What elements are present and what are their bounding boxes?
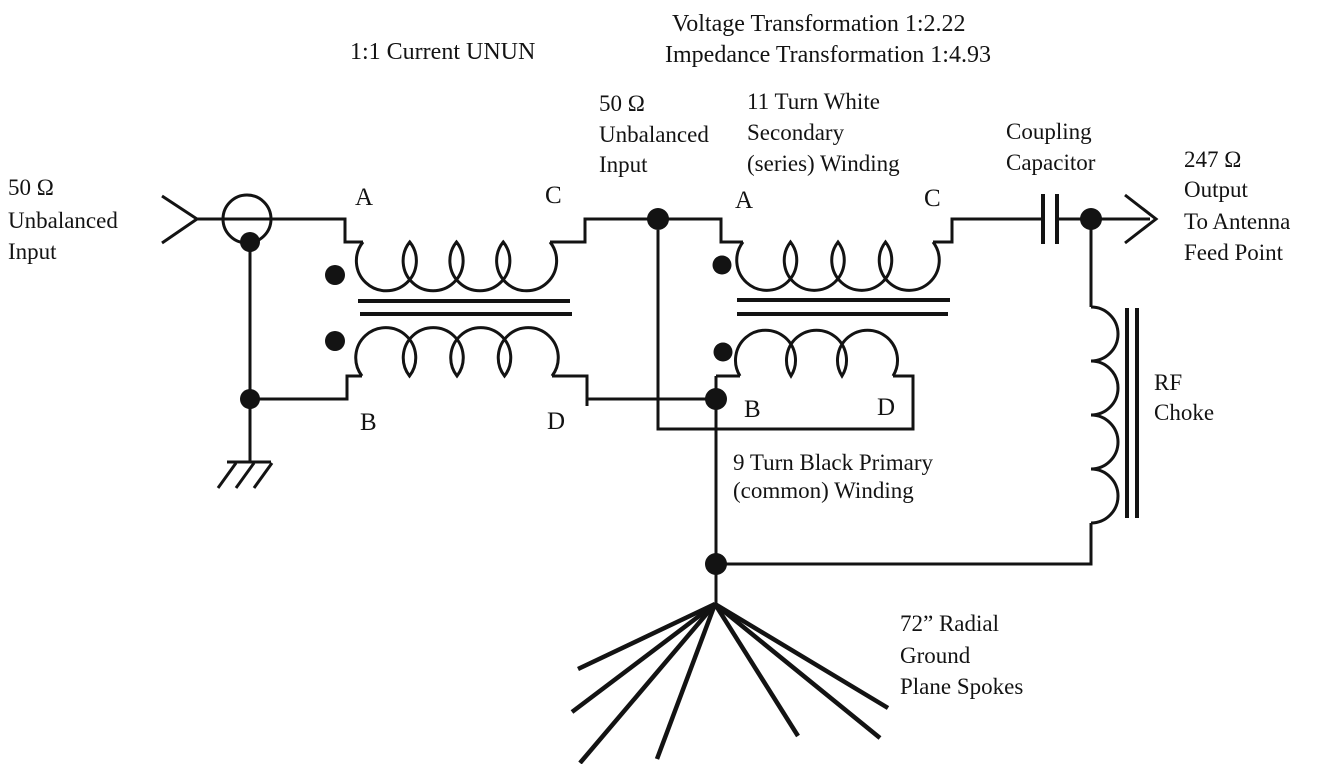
radial-ground-plane-spokes	[570, 601, 890, 764]
junction-dot-ground-rail	[705, 553, 727, 575]
terminal-letters: A C B D A C B D	[355, 182, 941, 436]
ground-symbol-icon	[216, 460, 274, 489]
radial-spoke-1	[577, 601, 716, 672]
t1-top-phase-dot	[325, 265, 345, 285]
secondary-winding-label-line1: 11 Turn White	[747, 89, 880, 114]
radial-spoke-2	[570, 602, 717, 714]
radials-label-line2: Ground	[900, 643, 971, 668]
left-input-label-line3: Input	[8, 239, 57, 264]
junction-dots	[240, 208, 1102, 575]
junction-dot-input-shield	[240, 232, 260, 252]
radial-spoke-7	[713, 602, 890, 710]
t1-bottom-winding-coil	[354, 326, 560, 379]
output-label-line4: Feed Point	[1184, 240, 1284, 265]
coupling-capacitor-label-line2: Capacitor	[1006, 150, 1096, 175]
secondary-winding-label-line2: Secondary	[747, 120, 845, 145]
t2-top-phase-dot	[712, 255, 732, 275]
t2-terminal-c: C	[924, 185, 941, 212]
wire-t1c-to-t2a	[550, 217, 743, 244]
t2-top-winding-coil	[735, 239, 941, 292]
ground-hatch-2	[234, 462, 256, 489]
junction-dot-mid-input	[647, 208, 669, 230]
radial-spoke-5	[713, 602, 800, 738]
radials-label-line1: 72” Radial	[900, 611, 999, 636]
secondary-winding-label: 11 Turn White Secondary (series) Winding	[747, 89, 900, 176]
primary-winding-label-line1: 9 Turn Black Primary	[733, 450, 933, 475]
t1-terminal-a: A	[355, 184, 373, 211]
t1-terminal-c: C	[545, 182, 562, 209]
secondary-winding-label-line3: (series) Winding	[747, 151, 900, 176]
output-label: 247 Ω Output To Antenna Feed Point	[1184, 147, 1290, 265]
t2-bottom-winding-coil	[734, 328, 899, 379]
t1-terminal-b: B	[360, 409, 377, 436]
annotations: 1:1 Current UNUN Voltage Transformation …	[8, 11, 1290, 699]
junction-dot-left-rail	[240, 389, 260, 409]
rf-choke-coil	[1090, 305, 1120, 525]
primary-winding-label-line2: (common) Winding	[733, 478, 914, 503]
radial-spoke-4	[654, 603, 718, 760]
primary-winding-label: 9 Turn Black Primary (common) Winding	[733, 450, 933, 503]
mid-input-label-line3: Input	[599, 152, 648, 177]
wires	[161, 193, 1159, 604]
left-input-label-line2: Unbalanced	[8, 208, 118, 233]
left-input-label-line1: 50 Ω	[8, 175, 54, 200]
t1-terminal-d: D	[547, 408, 565, 435]
t2-bottom-phase-dot	[713, 342, 733, 362]
junction-dot-t2b	[705, 388, 727, 410]
t1-bottom-phase-dot	[325, 331, 345, 351]
diagram-title: 1:1 Current UNUN	[350, 39, 535, 65]
mid-input-label-line1: 50 Ω	[599, 91, 645, 116]
output-arrow-icon	[1124, 193, 1159, 245]
mid-input-label: 50 Ω Unbalanced Input	[599, 91, 709, 177]
wire-choke-to-ground-rail	[716, 523, 1093, 566]
radial-spoke-6	[713, 602, 882, 740]
radials-label-line3: Plane Spokes	[900, 674, 1023, 699]
rf-choke-label-line2: Choke	[1154, 400, 1214, 425]
rf-choke-label: RF Choke	[1154, 370, 1214, 425]
voltage-transformation-note: Voltage Transformation 1:2.22	[672, 11, 966, 37]
coupling-capacitor-label: Coupling Capacitor	[1006, 119, 1096, 175]
wire-input-to-t1b	[250, 374, 362, 401]
output-label-line1: 247 Ω	[1184, 147, 1241, 172]
mid-input-label-line2: Unbalanced	[599, 122, 709, 147]
wire-t1d-to-t2b	[552, 374, 716, 401]
rf-choke-label-line1: RF	[1154, 370, 1182, 395]
t1-top-winding-coil	[354, 239, 559, 293]
t2-terminal-b: B	[744, 396, 761, 423]
coupling-capacitor-label-line1: Coupling	[1006, 119, 1092, 144]
output-label-line2: Output	[1184, 177, 1249, 202]
impedance-transformation-note: Impedance Transformation 1:4.93	[665, 42, 991, 68]
wire-t2c-to-capacitor	[933, 217, 1043, 244]
t2-terminal-a: A	[735, 187, 753, 214]
junction-dot-output	[1080, 208, 1102, 230]
radial-spoke-3	[578, 602, 717, 764]
output-label-line3: To Antenna	[1184, 209, 1290, 234]
radials-label: 72” Radial Ground Plane Spokes	[900, 611, 1023, 699]
input-arrow-icon	[161, 194, 200, 245]
left-input-label: 50 Ω Unbalanced Input	[8, 175, 118, 264]
wire-input-to-t1a	[197, 217, 363, 244]
ground-hatch-1	[216, 462, 238, 489]
t2-terminal-d: D	[877, 394, 895, 421]
ground-hatch-3	[252, 462, 274, 489]
wire-junction-to-t2d-loop	[656, 230, 915, 431]
